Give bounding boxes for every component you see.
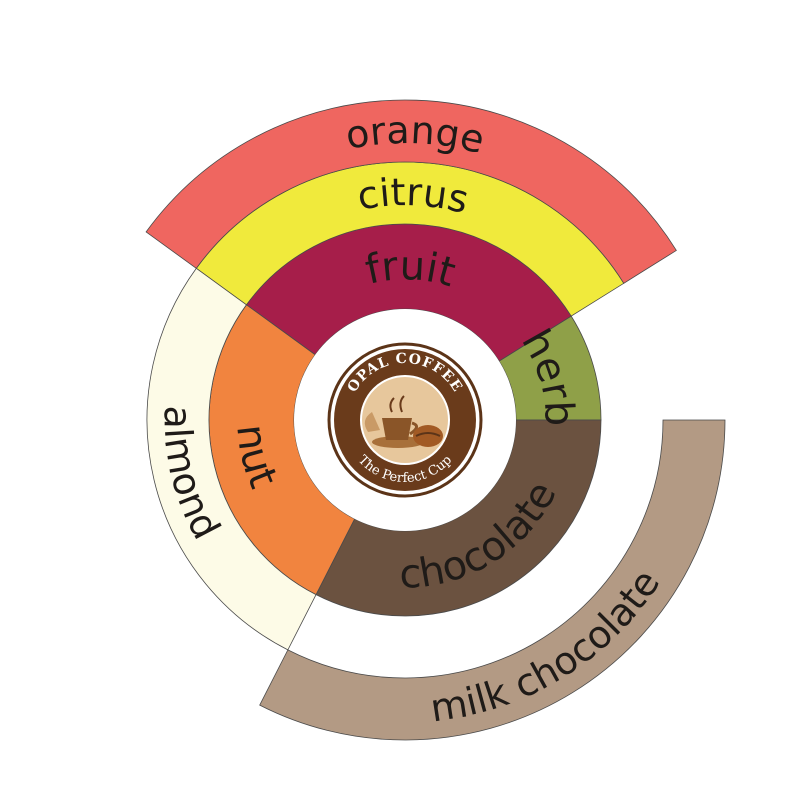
segment-milk-chocolate	[259, 419, 726, 741]
cup-saucer-icon	[372, 436, 424, 448]
center-logo: OPAL COFFEE The Perfect Cup	[294, 309, 516, 531]
cup-handle-icon	[409, 421, 418, 436]
coffee-cup-icon	[364, 395, 443, 448]
coffee-bean-icon	[413, 425, 443, 447]
cup-body-icon	[382, 418, 412, 440]
label-text-fruit: fruit	[361, 243, 460, 296]
label-fruit: fruit	[361, 243, 460, 296]
bean-crease-icon	[415, 432, 441, 437]
label-text-citrus: citrus	[354, 170, 473, 222]
segment-almond	[146, 267, 317, 651]
label-citrus: citrus	[354, 170, 473, 222]
segment-orange	[145, 99, 677, 284]
segments-layer	[145, 99, 726, 741]
steam-icon	[389, 395, 405, 413]
cafetiere-icon	[364, 412, 380, 432]
